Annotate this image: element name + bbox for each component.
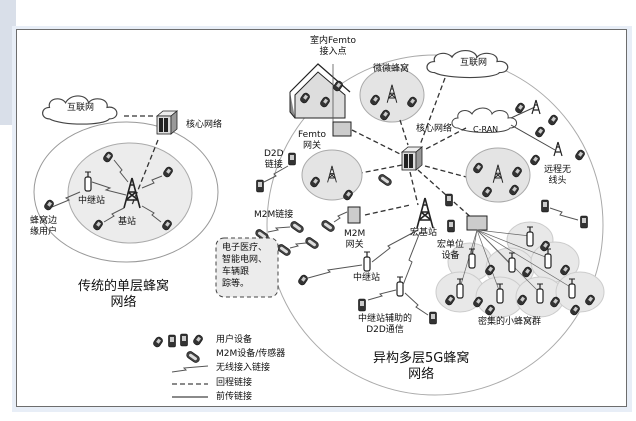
edge-user-label-line1: 蜂窝边: [30, 216, 58, 226]
m2m-gateway-icon: [347, 206, 361, 224]
rrh-label: 远程无 线头: [544, 165, 571, 187]
d2d-line1: D2D: [264, 149, 284, 159]
fronthaul-link: [510, 124, 556, 151]
m2m-gateway-line2: 网关: [345, 240, 364, 250]
m2m-sensor-icon: [184, 349, 202, 365]
apps-line4: 踪等。: [222, 279, 250, 289]
user-device-icon: [447, 219, 455, 233]
apps-line2: 智能电网、: [222, 255, 268, 265]
macro-unit-line2: 设备: [441, 251, 460, 261]
user-devices-icon: [151, 335, 165, 349]
user-devices-icon: [180, 333, 188, 347]
right-core-label: 核心网络: [416, 124, 453, 134]
wireless-link: [51, 191, 81, 208]
fronthaul-link: [510, 106, 536, 119]
relay-d2d-label: 中继站辅助的 D2D通信: [358, 314, 412, 336]
wireless-link-icon: [171, 365, 209, 373]
applications-box: [215, 237, 279, 298]
micro-cell-label: 微微蜂窝: [373, 64, 410, 74]
macro-unit-label: 宏单位 设备: [437, 240, 464, 262]
m2m-gateway-label: M2M 网关: [344, 229, 365, 251]
left-internet-label: 互联网: [67, 103, 95, 113]
right-internet-label: 互联网: [460, 58, 488, 68]
user-devices-icon: [168, 334, 176, 348]
left-network: [33, 95, 219, 263]
rrh-line1: 远程无: [544, 165, 572, 175]
edge-user-label-line2: 缘用户: [30, 227, 58, 237]
wireless-link: [333, 211, 348, 223]
left-relay-label: 中继站: [78, 196, 106, 206]
hetnet-boundary: [266, 54, 604, 396]
apps-line3: 车辆跟: [222, 267, 250, 277]
right-network-title: 异构多层5G蜂窝 网络: [373, 351, 469, 383]
left-network-title: 传统的单层蜂窝 网络: [78, 279, 169, 311]
macro-unit-line1: 宏单位: [437, 240, 465, 250]
wireless-link: [307, 264, 363, 279]
cran-label: C-RAN: [473, 125, 499, 134]
right-network: [215, 49, 605, 396]
d2d-line2: 链接: [264, 160, 283, 170]
legend-label-m2m: M2M设备/传感器: [216, 349, 286, 359]
wireless-link: [113, 159, 129, 183]
m2m-gateway-line1: M2M: [344, 229, 366, 239]
femto-gateway-icon: [332, 121, 352, 137]
d2d-mobile-icon: [256, 179, 264, 193]
d2d-mobile-icon: [288, 152, 296, 166]
femto-ap-line2: 接入点: [319, 47, 347, 57]
left-title-line2: 网络: [110, 295, 137, 310]
user-device-icon: [445, 193, 453, 207]
legend-label-wireless: 无线接入链接: [216, 363, 271, 373]
user-device-icon: [580, 215, 588, 229]
core-network-icon: [401, 146, 423, 171]
wireless-link: [263, 165, 289, 183]
m2m-link-label: M2M链接: [254, 210, 294, 220]
macro-bs-label: 宏基站: [410, 228, 438, 238]
user-devices-icon: [191, 333, 205, 347]
left-title-line1: 传统的单层蜂窝: [78, 279, 170, 294]
femto-gateway-label: Femto 网关: [298, 130, 326, 152]
core-network-icon: [156, 110, 178, 135]
macro-unit-device-icon: [466, 215, 488, 231]
house-icon: [289, 63, 351, 119]
femto-gateway-line1: Femto: [298, 130, 327, 140]
wireless-link: [402, 231, 421, 286]
apps-line1: 电子医疗、: [222, 243, 268, 253]
relay-d2d-line1: 中继站辅助的: [358, 314, 413, 324]
edge-user-label: 蜂窝边 缘用户: [30, 216, 57, 238]
d2d-mobile-icon: [358, 298, 366, 312]
wireless-link: [371, 229, 419, 263]
relay-d2d-line2: D2D通信: [366, 325, 404, 335]
left-core-label: 核心网络: [186, 120, 223, 130]
d2d-mobile-icon: [429, 311, 437, 325]
rrh-line2: 线头: [548, 176, 567, 186]
wireless-link: [404, 292, 429, 316]
right-title-line2: 网络: [408, 367, 435, 382]
legend-icons: [151, 333, 209, 398]
legend-label-fronthaul: 前传链接: [216, 392, 253, 402]
wireless-link: [141, 205, 162, 223]
dense-small-cells-label: 密集的小蜂窝群: [478, 317, 542, 327]
legend-label-user-devices: 用户设备: [216, 335, 253, 345]
wireless-link: [91, 181, 127, 196]
wireless-link: [549, 207, 579, 221]
wireless-link: [267, 226, 291, 233]
right-relay-label: 中继站: [353, 273, 381, 283]
user-device-icon: [541, 199, 549, 213]
femto-gateway-line2: 网关: [303, 141, 322, 151]
femto-ap-line1: 室内Femto: [310, 36, 357, 46]
legend-label-backhaul: 回程链接: [216, 378, 253, 388]
applications-label: 电子医疗、 智能电网、 车辆跟 踪等。: [222, 242, 267, 290]
wireless-link: [367, 289, 397, 301]
wireless-link: [103, 207, 125, 223]
d2d-label: D2D 链接: [264, 149, 284, 171]
left-base-station-label: 基站: [118, 217, 137, 227]
dense-small-cells: [435, 221, 605, 318]
wireless-link: [141, 175, 163, 189]
femto-ap-label: 室内Femto 接入点: [310, 36, 356, 58]
right-title-line1: 异构多层5G蜂窝: [373, 351, 470, 366]
wireless-link: [289, 242, 307, 249]
